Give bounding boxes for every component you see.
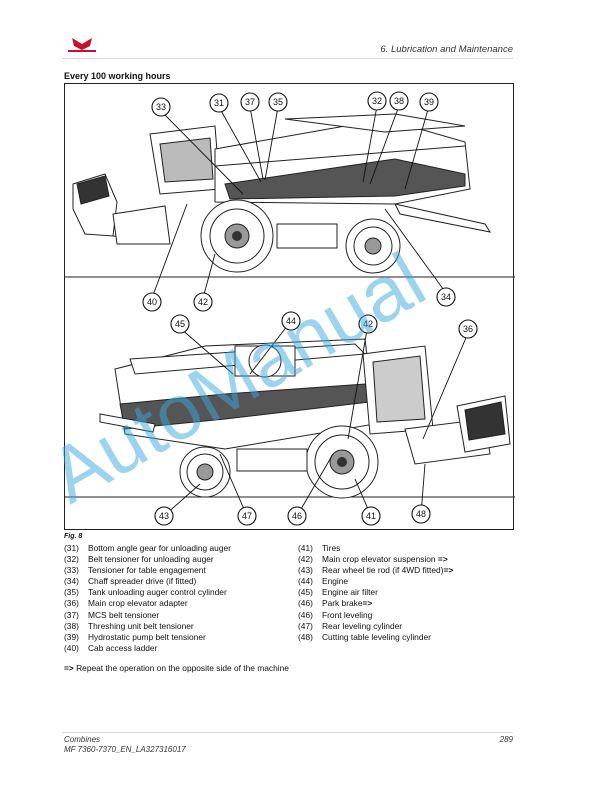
legend-item: (46)Park brake=>	[298, 598, 373, 609]
svg-text:42: 42	[363, 319, 373, 329]
svg-text:34: 34	[441, 292, 451, 302]
svg-text:47: 47	[242, 511, 252, 521]
svg-text:37: 37	[245, 97, 255, 107]
legend-right: (41)Tires (42)Main crop elevator suspens…	[298, 543, 453, 643]
callout-39: 39	[419, 92, 439, 112]
legend-item: (31)Bottom angle gear for unloading auge…	[64, 543, 231, 553]
callout-48: 48	[411, 504, 431, 524]
legend-item: (46)Front leveling	[298, 609, 373, 620]
combine-side-left	[72, 113, 492, 274]
footer-doc-info: Combines MF 7360-7370_EN_LA327316017	[64, 735, 186, 755]
callout-41: 41	[361, 506, 381, 526]
section-title: Every 100 working hours	[64, 71, 171, 81]
header-divider	[62, 58, 513, 59]
legend-item: (41)Tires	[298, 543, 341, 553]
legend-left: (31)Bottom angle gear for unloading auge…	[64, 543, 231, 654]
svg-text:40: 40	[147, 297, 157, 307]
callout-35: 35	[268, 92, 288, 112]
callout-46: 46	[287, 506, 307, 526]
svg-text:41: 41	[366, 511, 376, 521]
callout-47: 47	[237, 506, 257, 526]
svg-text:39: 39	[424, 97, 434, 107]
svg-text:43: 43	[159, 511, 169, 521]
svg-text:42: 42	[198, 297, 208, 307]
brand-logo	[62, 36, 102, 54]
svg-text:32: 32	[372, 96, 382, 106]
leader-lines	[151, 105, 469, 517]
footer-divider	[62, 732, 513, 733]
callout-38: 38	[389, 91, 409, 111]
legend-item: (45)Engine air filter	[298, 587, 378, 598]
callout-45: 45	[170, 314, 190, 334]
callout-33: 33	[151, 97, 171, 117]
svg-text:33: 33	[156, 102, 166, 112]
chapter-title: 6. Lubrication and Maintenance	[380, 44, 513, 55]
callout-43: 43	[154, 506, 174, 526]
callout-31: 31	[209, 93, 229, 113]
svg-text:36: 36	[463, 324, 473, 334]
svg-text:35: 35	[273, 97, 283, 107]
legend-item: (48)Cutting table leveling cylinder	[298, 631, 431, 642]
legend-item: (44)Engine	[298, 576, 349, 587]
callout-32: 32	[367, 91, 387, 111]
callout-37: 37	[240, 92, 260, 112]
svg-text:46: 46	[292, 511, 302, 521]
legend-item: (34)Chaff spreader drive (if fitted)	[64, 576, 197, 587]
repeat-note: => Repeat the operation on the opposite …	[64, 663, 289, 673]
figure-label: Fig. 8	[64, 533, 83, 540]
svg-text:31: 31	[214, 98, 224, 108]
combine-side-right	[99, 338, 511, 499]
legend-item: (36)Main crop elevator adapter	[64, 598, 188, 609]
callout-42-bottom: 42	[358, 314, 378, 334]
legend-item: (39)Hydrostatic pump belt tensioner	[64, 631, 206, 642]
legend-item: (32)Belt tensioner for unloading auger	[64, 554, 214, 565]
legend-item: (40)Cab access ladder	[64, 642, 158, 653]
callout-34: 34	[436, 287, 456, 307]
footer-doc-id: MF 7360-7370_EN_LA327316017	[64, 745, 186, 754]
legend-item: (38)Threshing unit belt tensioner	[64, 620, 194, 631]
svg-text:48: 48	[416, 509, 426, 519]
combine-illustration: 33 31 37 35 32 38 39 40 42 34 45 44 42 3…	[65, 91, 515, 526]
svg-text:44: 44	[286, 316, 296, 326]
legend-item: (37)MCS belt tensioner	[64, 609, 160, 620]
callout-44: 44	[281, 311, 301, 331]
svg-text:45: 45	[175, 319, 185, 329]
footer-product: Combines	[64, 735, 101, 744]
callout-36: 36	[458, 319, 478, 339]
callout-42-top: 42	[193, 292, 213, 312]
svg-text:38: 38	[394, 96, 404, 106]
legend-item: (35)Tank unloading auger control cylinde…	[64, 587, 227, 598]
legend-item: (33)Tensioner for table engagement	[64, 565, 206, 576]
page-number: 289	[499, 735, 513, 744]
legend-item: (42)Main crop elevator suspension =>	[298, 554, 448, 565]
callout-40: 40	[142, 292, 162, 312]
legend-item: (43)Rear wheel tie rod (if 4WD fitted)=>	[298, 565, 454, 576]
figure-frame: 33 31 37 35 32 38 39 40 42 34 45 44 42 3…	[64, 83, 515, 530]
legend-item: (47)Rear leveling cylinder	[298, 620, 403, 631]
